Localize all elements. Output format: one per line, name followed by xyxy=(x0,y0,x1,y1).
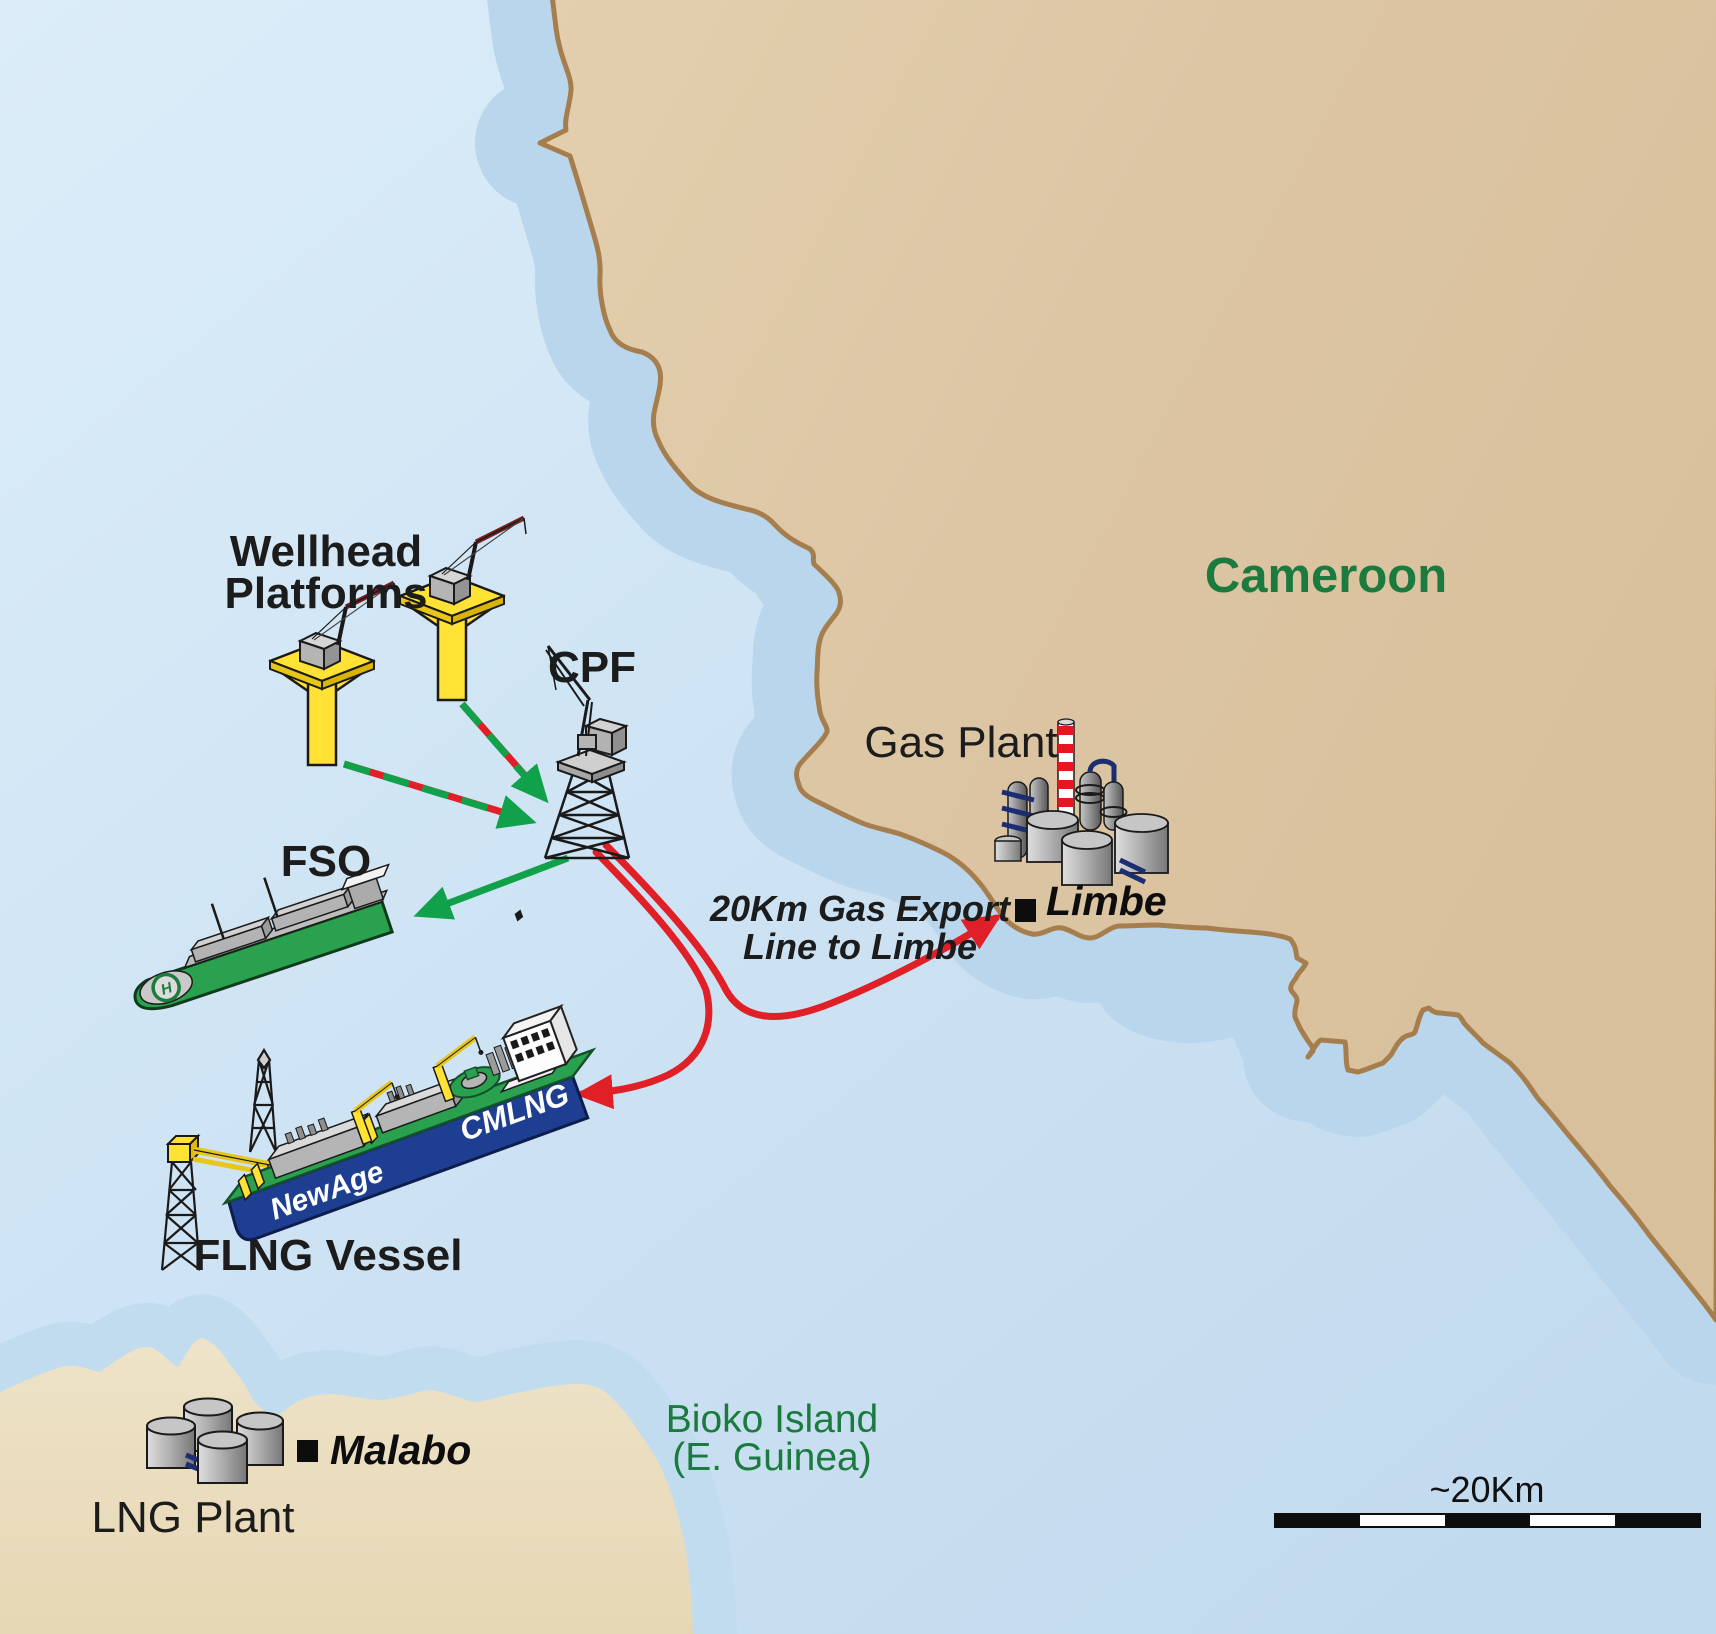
estuary-shallow xyxy=(1095,927,1486,1122)
gas-plant xyxy=(994,718,1169,886)
limbe-label: Limbe xyxy=(1046,878,1167,924)
wellhead-platforms-label-line1: Wellhead xyxy=(230,527,422,576)
gas-plant-stack-icon xyxy=(1057,718,1075,823)
export-arrow-cpf-to-fso xyxy=(413,854,570,920)
bioko-label-line2: (E. Guinea) xyxy=(672,1436,871,1479)
malabo-label: Malabo xyxy=(330,1427,471,1473)
flng-vessel-label: FLNG Vessel xyxy=(193,1231,462,1280)
flowline-wellhead-b xyxy=(459,701,549,804)
pipeline-label-line2: Line to Limbe xyxy=(743,926,977,967)
gas-plant-label: Gas Plant xyxy=(864,718,1057,767)
pipeline-to-flng xyxy=(575,848,713,1110)
bioko-label-line1: Bioko Island xyxy=(666,1398,878,1441)
flng-crane-icon xyxy=(432,1034,484,1103)
bioko-island xyxy=(0,1338,693,1634)
scale-label: ~20Km xyxy=(1429,1469,1544,1510)
cameroon-label: Cameroon xyxy=(1205,549,1447,603)
cpf-platform xyxy=(543,645,631,860)
flng-vessel: NewAge CMLNG xyxy=(221,909,597,1242)
cpf-label: CPF xyxy=(548,643,636,692)
fso-label: FSO xyxy=(281,837,371,886)
scale-bar xyxy=(1274,1513,1701,1528)
lng-plant-label: LNG Plant xyxy=(92,1493,295,1542)
limbe-marker xyxy=(1015,899,1036,922)
cameroon-landmass xyxy=(537,0,1716,1323)
flng-crane-icon xyxy=(350,1080,400,1146)
flng-mast xyxy=(248,1047,278,1153)
malabo-marker xyxy=(297,1440,318,1462)
lng-plant xyxy=(146,1397,284,1484)
pipeline-to-limbe xyxy=(602,841,1002,1020)
flowline-wellhead-a xyxy=(342,760,537,829)
pipeline-label-line1: 20Km Gas Export xyxy=(709,888,1012,929)
fso-vessel: H xyxy=(133,863,395,1011)
wellhead-platforms-label-line2: Platforms xyxy=(225,569,428,618)
